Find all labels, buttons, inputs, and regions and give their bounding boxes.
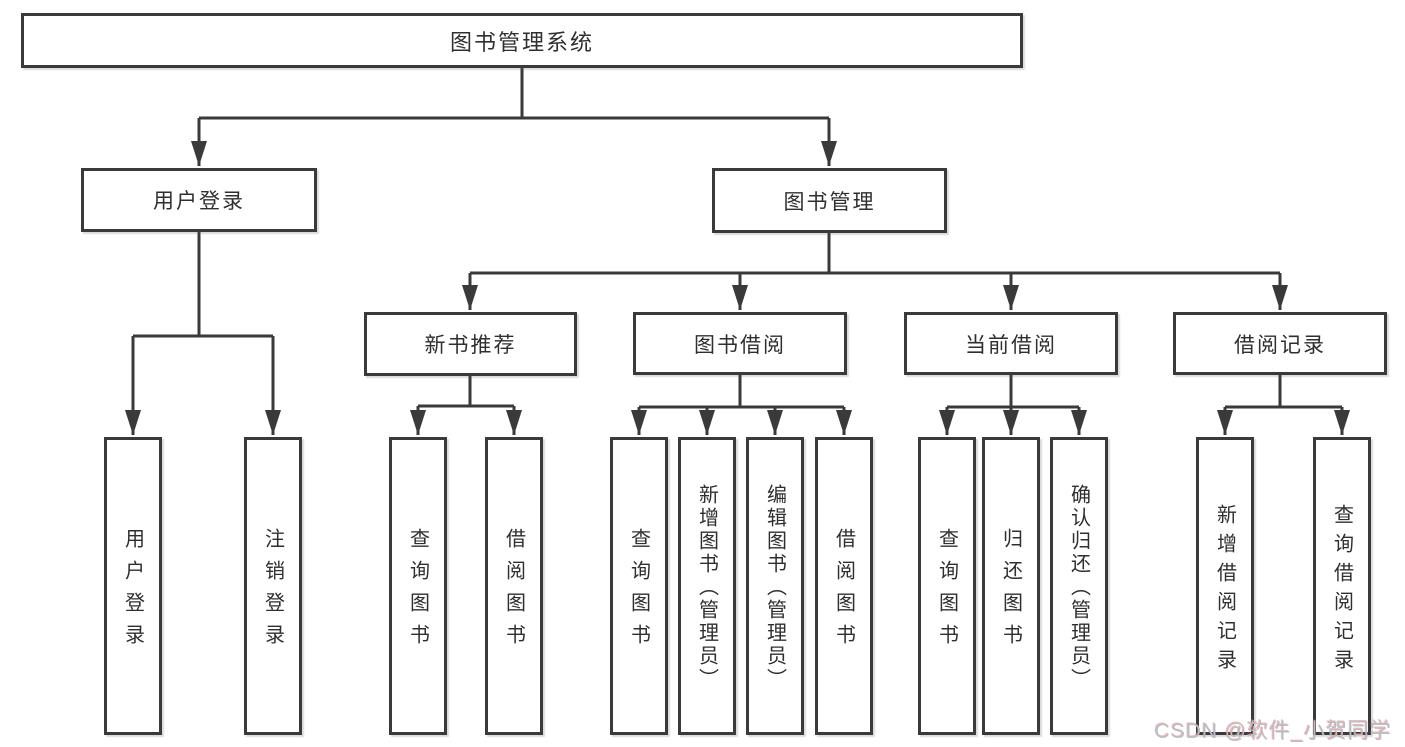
connector-book-borrow-children — [631, 375, 852, 435]
node-leaf-rec-add: 新增借阅记录 — [1196, 437, 1254, 735]
node-leaf-bb-borrow-label: 借阅图书 — [832, 528, 855, 656]
node-user-login: 用户登录 — [81, 168, 317, 232]
node-leaf-rec-add-label: 新增借阅记录 — [1213, 503, 1236, 678]
node-book-manage-label: 图书管理 — [783, 190, 876, 214]
node-leaf-rec-query-label: 查询借阅记录 — [1330, 503, 1353, 678]
connector-current-borrow-children — [939, 375, 1087, 435]
node-root-label: 图书管理系统 — [449, 29, 594, 55]
node-borrow-record-label: 借阅记录 — [1234, 333, 1326, 357]
node-book-manage: 图书管理 — [712, 168, 947, 233]
node-leaf-bb-query-label: 查询图书 — [627, 528, 650, 656]
node-leaf-cb-return-label: 归还图书 — [999, 528, 1022, 656]
connector-new-book-children — [410, 376, 522, 435]
node-book-borrow: 图书借阅 — [633, 312, 847, 375]
node-leaf-cb-query: 查询图书 — [918, 437, 976, 735]
node-leaf-logout-label: 注销登录 — [261, 528, 284, 656]
node-current-borrow: 当前借阅 — [904, 312, 1118, 375]
connector-user-login-children — [125, 232, 281, 435]
node-book-borrow-label: 图书借阅 — [694, 333, 786, 357]
node-leaf-cb-confirm-label: 确认归还（管理员） — [1067, 484, 1090, 691]
node-leaf-bb-borrow: 借阅图书 — [815, 437, 873, 735]
node-leaf-nb-borrow-label: 借阅图书 — [502, 528, 525, 656]
node-root: 图书管理系统 — [21, 13, 1023, 68]
node-leaf-cb-query-label: 查询图书 — [935, 528, 958, 656]
node-leaf-nb-borrow: 借阅图书 — [485, 437, 543, 735]
node-new-book: 新书推荐 — [364, 312, 577, 376]
node-leaf-nb-query-label: 查询图书 — [406, 528, 429, 656]
connector-root-to-level2 — [191, 68, 837, 166]
node-user-login-label: 用户登录 — [153, 190, 245, 213]
node-leaf-user-login-label: 用户登录 — [121, 528, 144, 656]
node-leaf-user-login: 用户登录 — [104, 437, 162, 735]
node-leaf-bb-edit: 编辑图书（管理员） — [746, 437, 804, 735]
node-leaf-bb-query: 查询图书 — [610, 437, 668, 735]
node-new-book-label: 新书推荐 — [424, 334, 517, 357]
node-leaf-bb-add: 新增图书（管理员） — [678, 437, 736, 735]
node-leaf-cb-return: 归还图书 — [982, 437, 1040, 735]
csdn-watermark: CSDN @软件_小贺同学 — [1154, 720, 1392, 743]
node-borrow-record: 借阅记录 — [1173, 312, 1387, 375]
node-leaf-cb-confirm: 确认归还（管理员） — [1050, 437, 1108, 735]
connector-book-manage-children — [462, 233, 1288, 310]
node-leaf-logout: 注销登录 — [244, 437, 302, 735]
node-leaf-rec-query: 查询借阅记录 — [1313, 437, 1371, 735]
node-leaf-nb-query: 查询图书 — [389, 437, 447, 735]
node-current-borrow-label: 当前借阅 — [965, 333, 1057, 357]
node-leaf-bb-edit-label: 编辑图书（管理员） — [763, 484, 786, 691]
connector-borrow-record-children — [1217, 375, 1350, 435]
node-leaf-bb-add-label: 新增图书（管理员） — [695, 484, 718, 691]
